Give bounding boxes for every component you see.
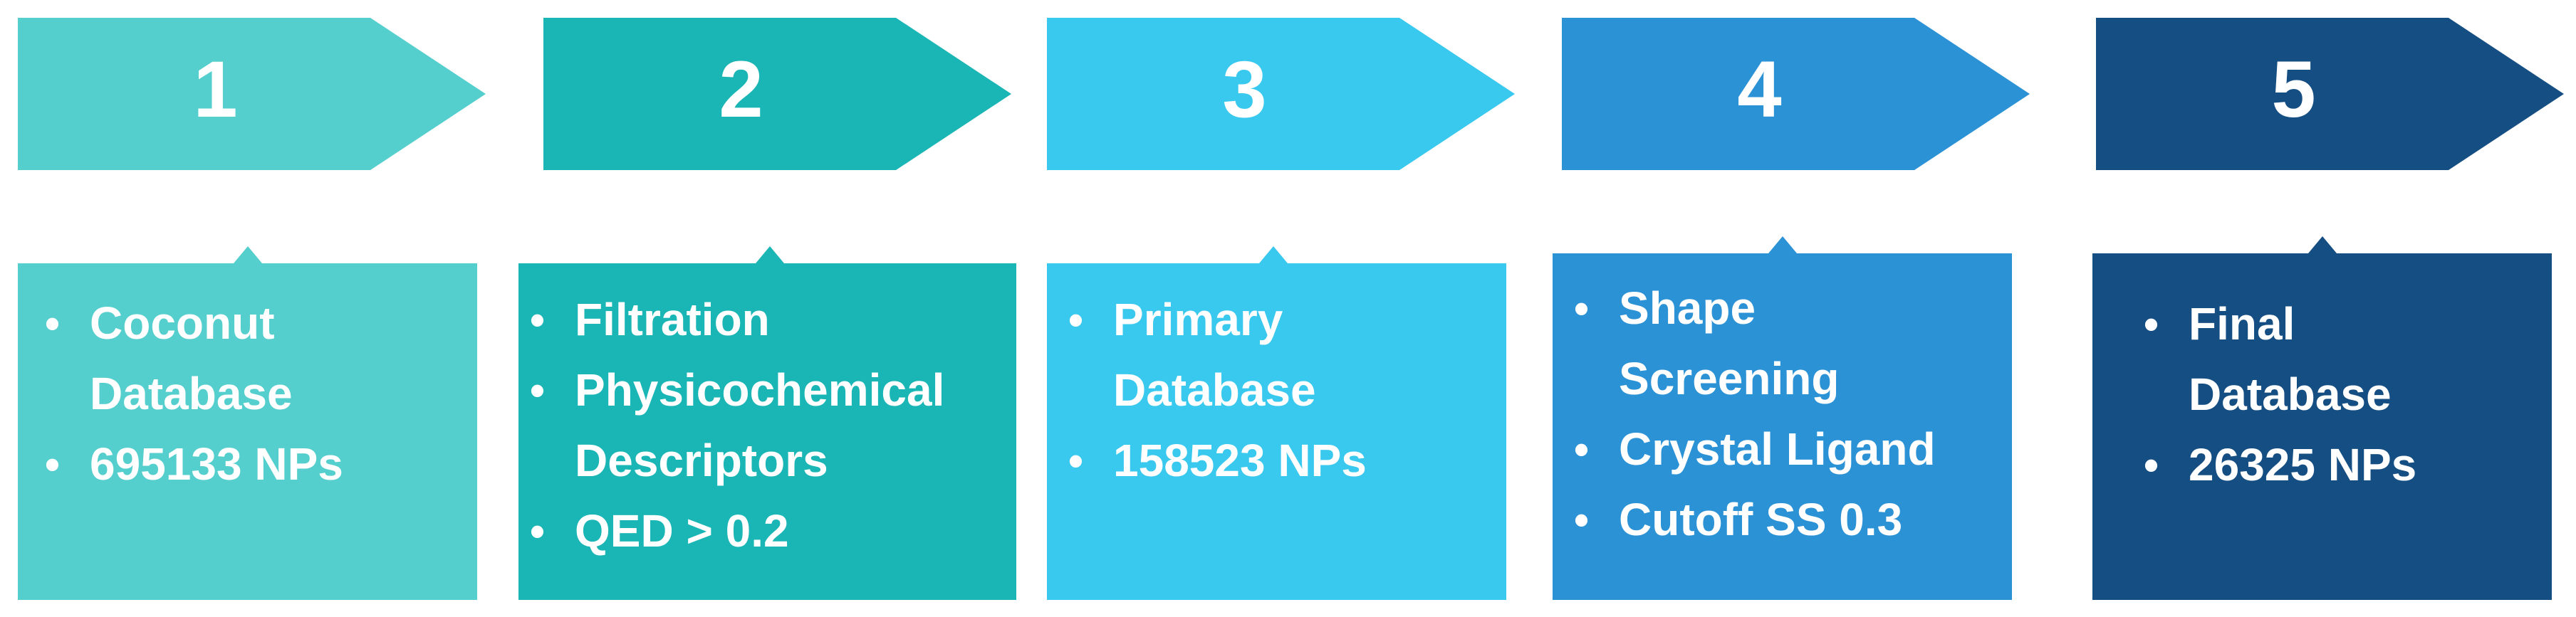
step-4-bullet: Cutoff SS 0.3 (1574, 485, 2012, 555)
step-3-number: 3 (1222, 45, 1267, 134)
step-1-bullet-list: Coconut Database 695133 NPs (45, 288, 477, 500)
step-5-bullet-list: Final Database 26325 NPs (2144, 289, 2552, 500)
step-1-number: 1 (193, 45, 238, 134)
step-5-number: 5 (2271, 45, 2316, 134)
step-4-arrow (1562, 18, 2030, 170)
step-2-bullet-text: QED > 0.2 (575, 505, 789, 557)
step-1-arrow (18, 18, 486, 170)
step-5-bullet: Final Database (2144, 289, 2552, 430)
step-3-bullet-text: Primary (1113, 294, 1283, 345)
step-1-box: Coconut Database 695133 NPs (18, 263, 477, 600)
step-5-bullet-text: Database (2189, 369, 2392, 420)
step-2-bullet-list: Filtration Physicochemical Descriptors Q… (530, 285, 1016, 566)
step-3-bullet-text: Database (1113, 364, 1316, 416)
step-2-arrow (543, 18, 1011, 170)
step-4-box-pointer (1768, 236, 1797, 253)
step-2-bullet-text: Physicochemical (575, 364, 945, 416)
step-4-bullet-text: Crystal Ligand (1619, 423, 1936, 475)
step-2-bullet-text: Filtration (575, 294, 770, 345)
step-3-box-pointer (1259, 246, 1288, 263)
step-4-bullet: Crystal Ligand (1574, 414, 2012, 485)
step-3-bullet: Primary Database (1068, 285, 1506, 426)
step-1-box-pointer (234, 246, 262, 263)
step-4-box: Shape Screening Crystal Ligand Cutoff SS… (1553, 253, 2012, 600)
step-5-bullet-text: 26325 NPs (2189, 439, 2417, 490)
step-2-box-pointer (756, 246, 784, 263)
step-5-box: Final Database 26325 NPs (2092, 253, 2552, 600)
step-3-bullet: 158523 NPs (1068, 426, 1506, 496)
step-5-box-pointer (2308, 236, 2337, 253)
step-2-bullet: QED > 0.2 (530, 496, 1016, 566)
step-2-bullet-text: Descriptors (575, 435, 828, 486)
step-3-bullet-list: Primary Database 158523 NPs (1068, 285, 1506, 496)
step-2-bullet: Physicochemical Descriptors (530, 355, 1016, 496)
step-1-bullet: 695133 NPs (45, 429, 477, 500)
step-1-bullet: Coconut Database (45, 288, 477, 429)
step-4-bullet-text: Cutoff SS 0.3 (1619, 494, 1903, 545)
step-3-box: Primary Database 158523 NPs (1047, 263, 1506, 600)
step-4-bullet: Shape Screening (1574, 273, 2012, 414)
step-2-number: 2 (719, 45, 763, 134)
step-3-bullet-text: 158523 NPs (1113, 435, 1367, 486)
step-1-bullet-text: Coconut (90, 297, 275, 349)
step-2-bullet: Filtration (530, 285, 1016, 355)
step-5-bullet: 26325 NPs (2144, 430, 2552, 500)
step-4-bullet-list: Shape Screening Crystal Ligand Cutoff SS… (1574, 273, 2012, 555)
step-1-bullet-text: Database (90, 368, 293, 419)
step-4-bullet-text: Screening (1619, 353, 1840, 404)
step-4-bullet-text: Shape (1619, 283, 1756, 334)
step-2-box: Filtration Physicochemical Descriptors Q… (518, 263, 1016, 600)
step-4-number: 4 (1737, 45, 1782, 134)
step-3-arrow (1047, 18, 1515, 170)
step-5-bullet-text: Final (2189, 298, 2295, 349)
step-1-bullet-text: 695133 NPs (90, 438, 343, 490)
step-5-arrow (2096, 18, 2564, 170)
